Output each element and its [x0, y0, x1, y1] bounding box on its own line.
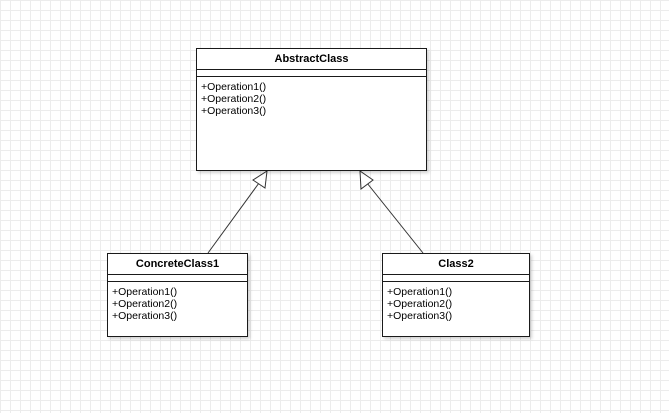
- operations-compartment: +Operation1() +Operation2() +Operation3(…: [383, 282, 529, 322]
- concrete-class1-box[interactable]: ConcreteClass1 +Operation1() +Operation2…: [107, 253, 248, 337]
- attributes-compartment: [108, 274, 247, 282]
- operation-item: +Operation1(): [387, 286, 453, 298]
- operation-item: +Operation2(): [112, 298, 178, 310]
- class-name: Class2: [438, 258, 474, 270]
- class-name: ConcreteClass1: [135, 258, 220, 270]
- operations-compartment: +Operation1() +Operation2() +Operation3(…: [197, 77, 426, 117]
- abstract-class-box[interactable]: AbstractClass +Operation1() +Operation2(…: [196, 48, 427, 171]
- generalization-arrowhead-concrete1: [252, 170, 268, 189]
- operation-item: +Operation1(): [112, 286, 178, 298]
- generalization-line-concrete1[interactable]: [207, 182, 260, 254]
- operation-item: +Operation3(): [387, 310, 453, 322]
- operations-compartment: +Operation1() +Operation2() +Operation3(…: [108, 282, 247, 322]
- operation-item: +Operation3(): [201, 105, 267, 117]
- operation-item: +Operation2(): [201, 93, 267, 105]
- generalization-line-class2[interactable]: [366, 182, 424, 254]
- attributes-compartment: [383, 274, 529, 282]
- class2-box[interactable]: Class2 +Operation1() +Operation2() +Oper…: [382, 253, 530, 337]
- operation-item: +Operation3(): [112, 310, 178, 322]
- attributes-compartment: [197, 69, 426, 77]
- operation-item: +Operation2(): [387, 298, 453, 310]
- class-name: AbstractClass: [274, 53, 349, 65]
- generalization-arrowhead-class2: [359, 170, 374, 190]
- operation-item: +Operation1(): [201, 81, 267, 93]
